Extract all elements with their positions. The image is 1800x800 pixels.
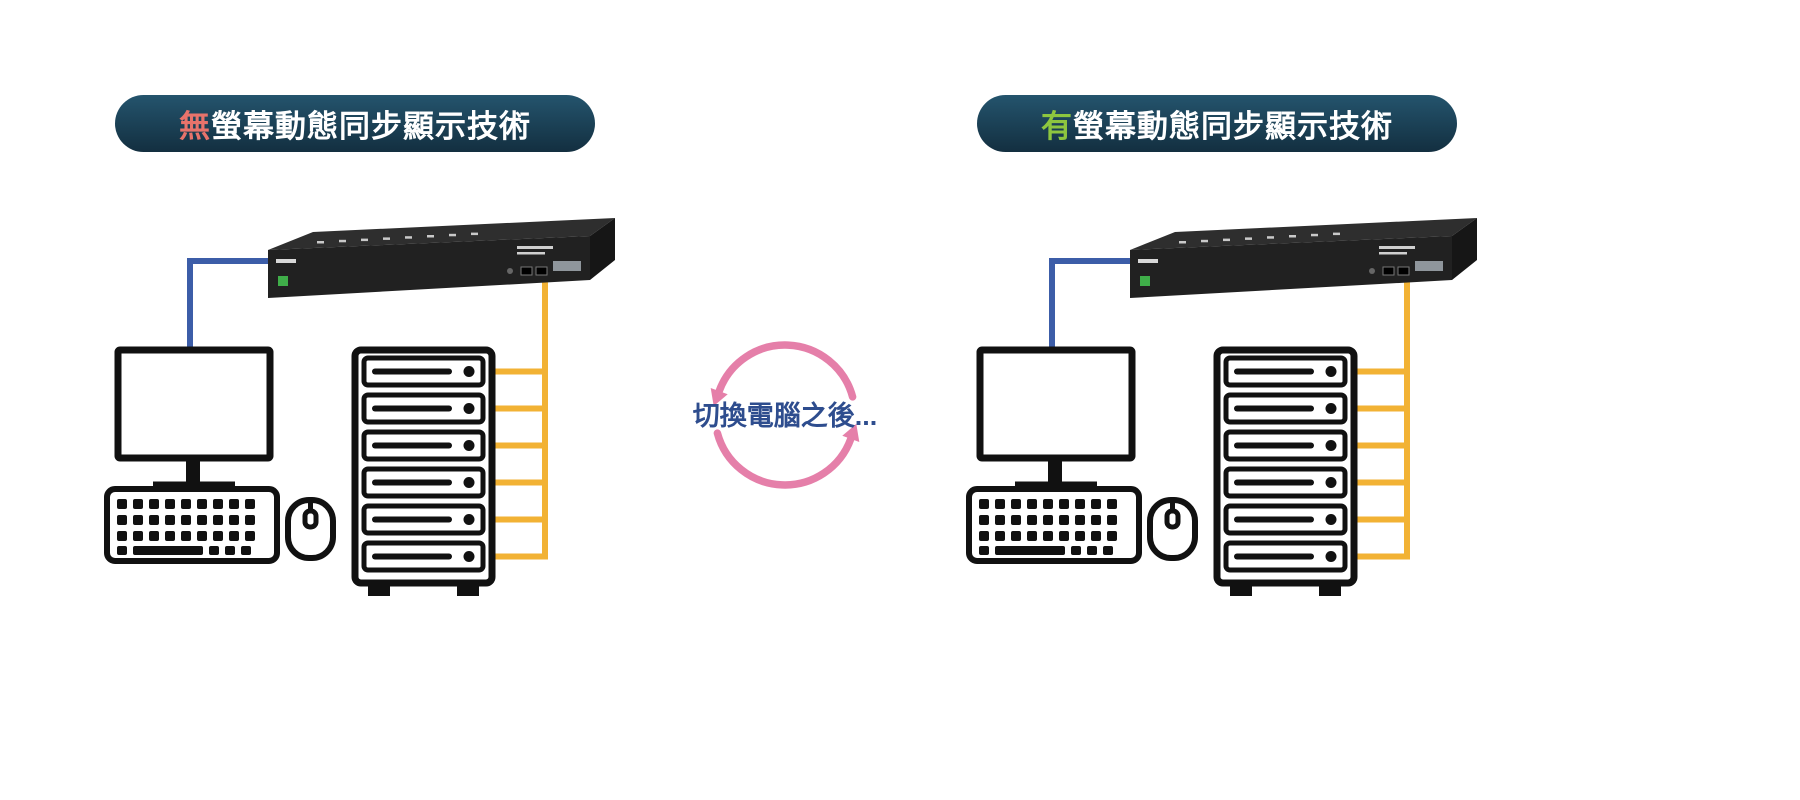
left-diagram xyxy=(55,205,695,705)
banner-highlight-no: 無 xyxy=(179,109,211,144)
right-diagram xyxy=(917,205,1557,705)
banner-highlight-yes: 有 xyxy=(1041,109,1073,144)
banner-text: 螢幕動態同步顯示技術 xyxy=(211,109,531,144)
left-banner: 無螢幕動態同步顯示技術 xyxy=(115,95,595,152)
cycle-arrows-icon xyxy=(710,341,860,489)
right-banner: 有螢幕動態同步顯示技術 xyxy=(977,95,1457,152)
banner-text: 螢幕動態同步顯示技術 xyxy=(1073,109,1393,144)
right-panel: 有螢幕動態同步顯示技術 xyxy=(917,85,1557,765)
left-panel: 無螢幕動態同步顯示技術 xyxy=(55,85,695,765)
switch-caption: 切換電腦之後... xyxy=(692,401,878,431)
